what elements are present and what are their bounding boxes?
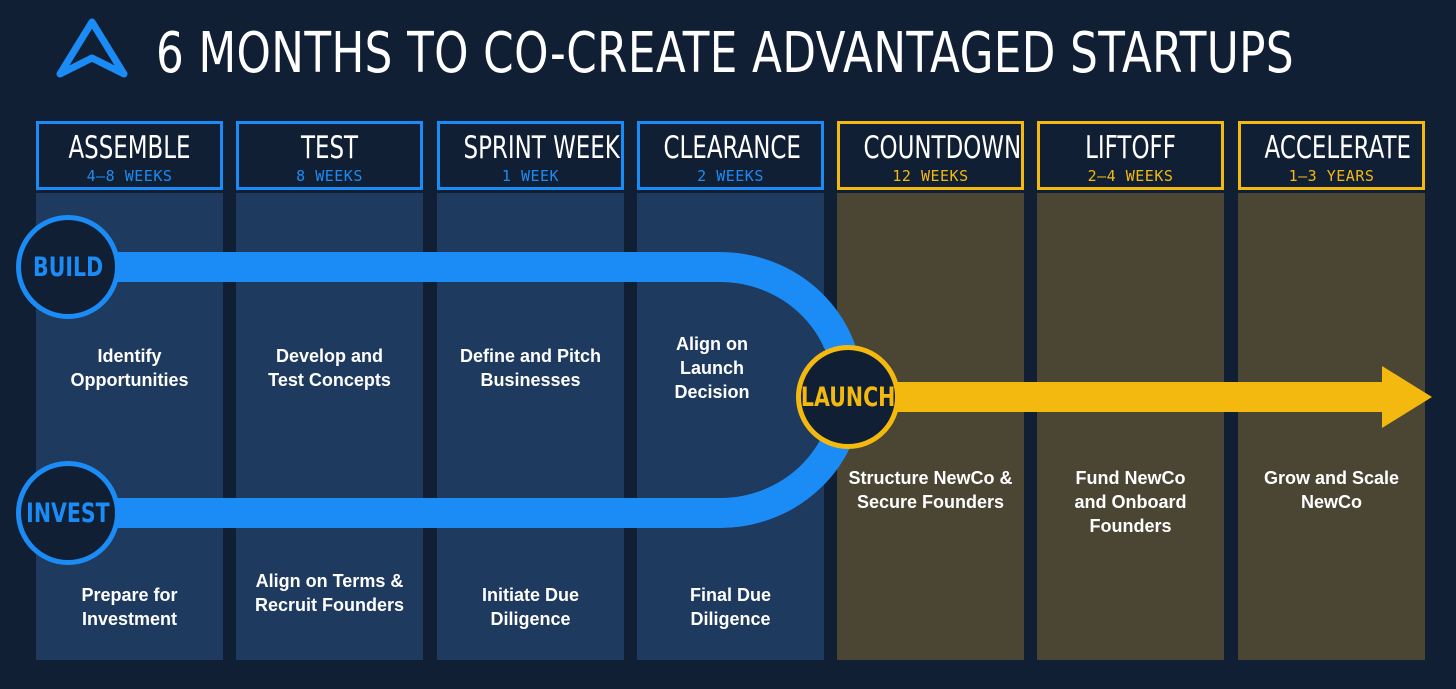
phase-name: LIFTOFF (1085, 130, 1176, 166)
phase-column-liftoff (1037, 193, 1224, 660)
phase-column-accelerate (1238, 193, 1425, 660)
invest-step-prepare: Prepare for Investment (81, 585, 178, 629)
invest-label: INVEST (26, 497, 110, 529)
phase-name: COUNTDOWN (863, 130, 1022, 166)
invest-step-initiate: Initiate Due Diligence (481, 585, 579, 629)
phase-name: ASSEMBLE (68, 130, 191, 166)
invest-step-final: Final Due Diligence (689, 585, 771, 629)
phase-name: TEST (300, 130, 359, 166)
launch-arrow-head (1382, 366, 1432, 428)
phase-header-assemble: ASSEMBLE 4–8 WEEKS (36, 121, 223, 190)
build-step-identify: Identify Opportunities (70, 346, 189, 390)
launch-step-grow: Grow and Scale NewCo (1263, 468, 1400, 512)
phase-name: ACCELERATE (1264, 130, 1412, 166)
phase-header-test: TEST 8 WEEKS (236, 121, 423, 190)
phase-duration: 4–8 WEEKS (86, 167, 173, 185)
invest-step-terms: Align on Terms & Recruit Founders (254, 571, 405, 615)
phase-header-liftoff: LIFTOFF 2–4 WEEKS (1037, 121, 1224, 190)
triangle-a-logo-icon (56, 18, 128, 78)
phase-duration: 2 WEEKS (697, 167, 764, 185)
launch-step-fund: Fund NewCo and Onboard Founders (1074, 468, 1187, 536)
build-track-badge: BUILD (16, 215, 120, 319)
phase-header-countdown: COUNTDOWN 12 WEEKS (837, 121, 1024, 190)
build-label: BUILD (32, 251, 104, 283)
phase-duration: 1–3 YEARS (1288, 167, 1375, 185)
build-step-align: Align on Launch Decision (674, 334, 750, 402)
launch-label: LAUNCH (800, 381, 896, 413)
page-title: 6 MONTHS TO CO-CREATE ADVANTAGED STARTUP… (156, 21, 1295, 86)
phase-name: SPRINT WEEK (463, 130, 620, 166)
phase-header-accelerate: ACCELERATE 1–3 YEARS (1238, 121, 1425, 190)
phase-duration: 8 WEEKS (296, 167, 363, 185)
launch-step-structure: Structure NewCo & Secure Founders (848, 468, 1013, 512)
build-step-develop: Develop and Test Concepts (268, 346, 391, 390)
phase-duration: 2–4 WEEKS (1087, 167, 1174, 185)
phase-header-sprint-week: SPRINT WEEK 1 WEEK (437, 121, 624, 190)
invest-track-badge: INVEST (16, 461, 120, 565)
phase-duration: 1 WEEK (501, 167, 560, 185)
phase-header-clearance: CLEARANCE 2 WEEKS (637, 121, 824, 190)
phase-name: CLEARANCE (663, 130, 801, 166)
build-step-define: Define and Pitch Businesses (459, 346, 602, 390)
phase-duration: 12 WEEKS (892, 167, 969, 185)
launch-track-badge: LAUNCH (796, 345, 900, 449)
